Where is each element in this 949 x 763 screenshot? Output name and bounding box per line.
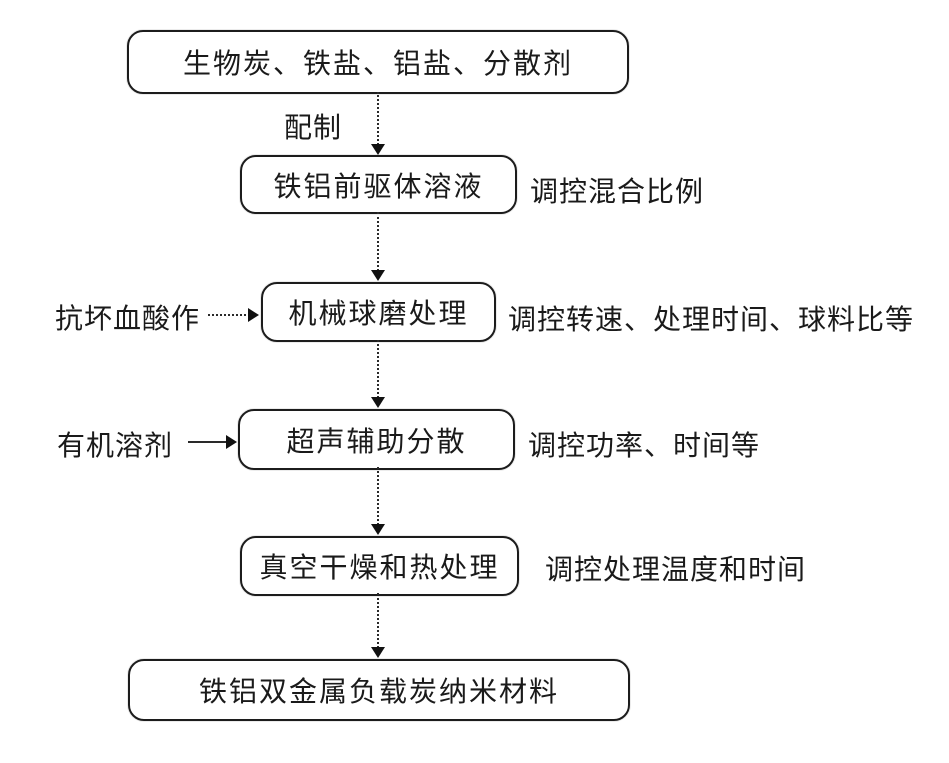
arrow-right-icon xyxy=(226,435,237,449)
arrow-down-icon xyxy=(371,270,385,281)
arrow-down-icon xyxy=(371,144,385,155)
edge-label-prepare: 配制 xyxy=(284,113,343,144)
node-vacuum-drying: 真空干燥和热处理 xyxy=(240,536,519,596)
input-connector-line-1 xyxy=(208,314,250,316)
node-ball-milling: 机械球磨处理 xyxy=(261,282,496,342)
input-label-organic-solvent: 有机溶剂 xyxy=(57,431,174,462)
node-raw-materials: 生物炭、铁盐、铝盐、分散剂 xyxy=(127,30,629,94)
note-milling-parameters: 调控转速、处理时间、球料比等 xyxy=(508,305,915,336)
arrow-right-icon xyxy=(248,308,259,322)
note-temperature-time: 调控处理温度和时间 xyxy=(545,555,807,586)
arrow-down-icon xyxy=(371,524,385,535)
connector-line-3 xyxy=(377,340,379,398)
connector-line-4 xyxy=(377,467,379,525)
arrow-down-icon xyxy=(371,647,385,658)
note-power-time: 调控功率、时间等 xyxy=(528,431,761,462)
input-label-ascorbic-acid: 抗坏血酸作 xyxy=(55,304,201,335)
node-ultrasonic-dispersion: 超声辅助分散 xyxy=(238,409,515,470)
connector-line-1 xyxy=(377,92,379,145)
input-connector-line-2 xyxy=(188,441,228,443)
node-final-product: 铁铝双金属负载炭纳米材料 xyxy=(128,659,630,721)
arrow-down-icon xyxy=(371,397,385,408)
connector-line-5 xyxy=(377,593,379,648)
connector-line-2 xyxy=(377,212,379,271)
node-precursor-solution: 铁铝前驱体溶液 xyxy=(240,155,517,214)
note-mixing-ratio: 调控混合比例 xyxy=(530,177,705,208)
